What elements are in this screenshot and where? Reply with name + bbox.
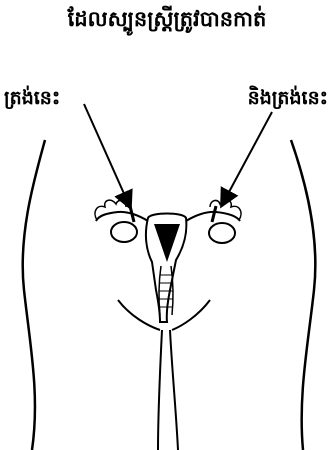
- cut-mark-left: [130, 206, 134, 222]
- cut-mark-right: [212, 206, 216, 222]
- pelvic-curve-left: [118, 300, 160, 330]
- fallopian-tube-left: [96, 212, 148, 221]
- ovary-left: [111, 222, 137, 242]
- arrow-right: [222, 112, 272, 205]
- body-outline-right: [291, 140, 315, 450]
- ovary-right: [209, 223, 235, 243]
- leg-line-left: [158, 330, 162, 450]
- pelvic-curve-right: [172, 300, 210, 330]
- body-outline-left: [23, 140, 45, 450]
- leg-line-right: [170, 330, 178, 450]
- arrow-left: [84, 104, 130, 207]
